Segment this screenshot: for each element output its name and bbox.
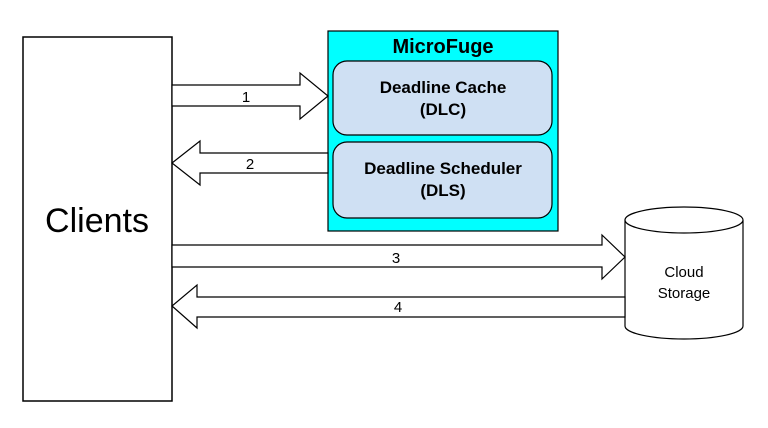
deadline-scheduler-node: Deadline Scheduler (DLS) <box>332 141 553 219</box>
microfuge-node: MicroFuge Deadline Cache (DLC) Deadline … <box>327 30 559 232</box>
deadline-cache-label: Deadline Cache <box>380 78 507 97</box>
arrow-1: 1 <box>171 71 329 121</box>
deadline-cache-abbrev: (DLC) <box>420 100 466 119</box>
cloud-storage-top <box>624 206 744 234</box>
arrow-4-number: 4 <box>394 299 402 316</box>
arrow-2-shape <box>171 139 329 187</box>
deadline-scheduler-box <box>332 141 553 219</box>
clients-label: Clients <box>45 202 149 240</box>
arrow-3-shape <box>171 233 626 281</box>
arrow-4: 4 <box>171 283 626 330</box>
deadline-cache-node: Deadline Cache (DLC) <box>332 60 553 136</box>
cloud-storage-label-line1: Cloud <box>664 264 703 281</box>
microfuge-title: MicroFuge <box>392 36 493 58</box>
clients-box <box>22 36 173 402</box>
arrow-3-number: 3 <box>392 250 400 267</box>
arrow-4-shape <box>171 283 626 330</box>
deadline-scheduler-abbrev: (DLS) <box>420 181 465 200</box>
deadline-scheduler-label: Deadline Scheduler <box>364 159 522 178</box>
cloud-storage-node: Cloud Storage <box>624 206 744 340</box>
clients-node: Clients <box>22 36 173 402</box>
cloud-storage-cylinder <box>624 220 744 340</box>
arrow-2-number: 2 <box>246 156 254 173</box>
arrow-1-number: 1 <box>242 89 250 106</box>
cloud-storage-label-line2: Storage <box>658 285 711 302</box>
arrow-1-shape <box>171 71 329 121</box>
arrow-2: 2 <box>171 139 329 187</box>
arrow-3: 3 <box>171 233 626 281</box>
deadline-cache-box <box>332 60 553 136</box>
